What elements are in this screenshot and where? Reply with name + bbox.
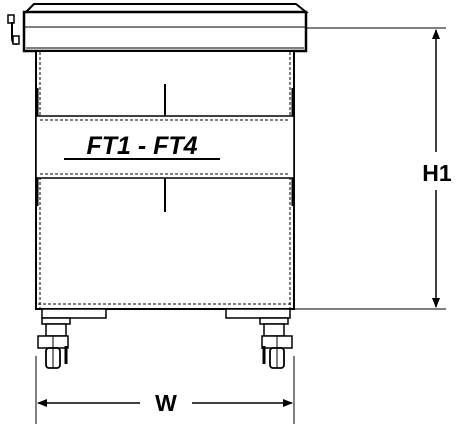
height-label: H1 — [422, 160, 452, 186]
lid — [22, 3, 309, 53]
height-dimension — [294, 27, 446, 310]
caster-right-icon — [259, 317, 293, 369]
width-dimension — [35, 356, 295, 424]
caster-left-icon — [37, 317, 71, 369]
base-plates — [41, 308, 291, 319]
model-label: FT1 - FT4 — [86, 132, 197, 160]
cabinet-body — [35, 50, 295, 310]
latch-icon — [7, 14, 20, 45]
width-label: W — [155, 390, 177, 416]
